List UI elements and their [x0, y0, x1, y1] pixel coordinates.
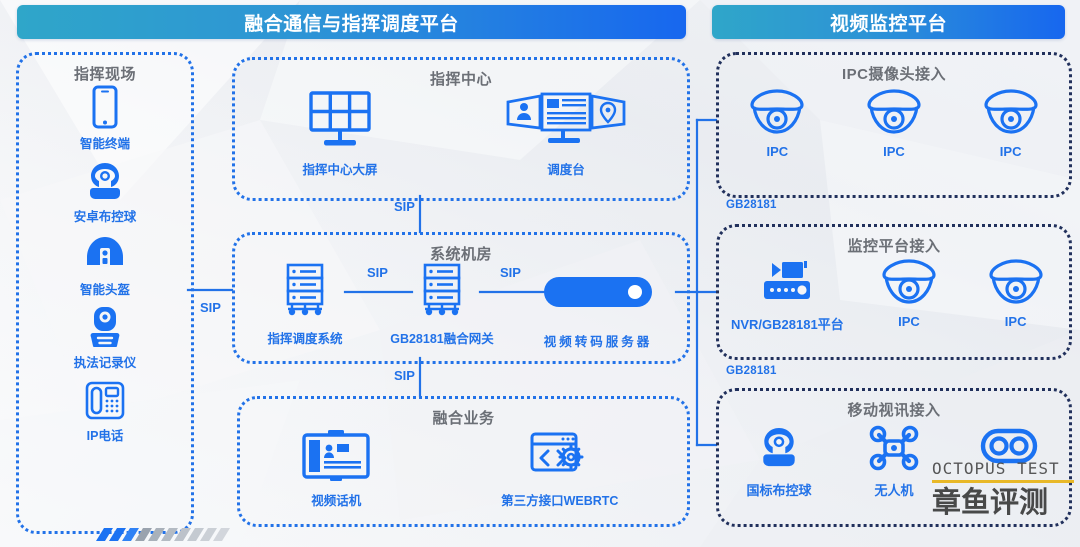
- sip-label-gateway-to-transcoder: SIP: [500, 265, 521, 280]
- node-ipc-1[interactable]: IPC: [727, 87, 827, 159]
- node-label: 国标布控球: [746, 483, 812, 498]
- sip-label-server-to-fusion: SIP: [394, 368, 415, 383]
- node-label: IPC: [883, 144, 905, 159]
- node-label: 执法记录仪: [73, 356, 137, 370]
- node-label: IPC: [766, 144, 789, 159]
- node-ipc-2[interactable]: IPC: [844, 87, 944, 159]
- node-label: 第三方接口WEBRTC: [501, 494, 619, 508]
- smartphone-icon: [90, 85, 120, 129]
- panel-platform-access: 监控平台接入 NVR/GB28181平台 IPC IPC: [716, 224, 1072, 360]
- command-scene-node-list: 智能终端 安卓布控球 智能头盔 执法记录仪: [19, 85, 191, 444]
- node-label: 指挥调度系统: [267, 332, 343, 346]
- panel-title-platform-access: 监控平台接入: [847, 238, 941, 255]
- sip-label-center-to-server: SIP: [394, 199, 415, 214]
- decorative-stripes: [96, 528, 230, 541]
- smart-helmet-icon: [83, 231, 127, 275]
- fusion-services-node-list: 视频话机 第三方接口WEBRTC: [240, 429, 687, 509]
- panel-title-mobile-access: 移动视讯接入: [847, 402, 941, 419]
- node-label: IPC: [898, 314, 920, 329]
- node-label: IPC: [999, 144, 1022, 159]
- server-rack-icon: [279, 263, 331, 321]
- panel-mobile-access: 移动视讯接入 国标布控球 无人机: [716, 388, 1072, 527]
- node-label: 安卓布控球: [73, 210, 137, 224]
- sip-label-scene-to-server: SIP: [200, 300, 221, 315]
- node-smart-helmet[interactable]: 智能头盔: [80, 231, 130, 298]
- dome-camera-icon: [987, 257, 1045, 307]
- node-command-dispatch-system[interactable]: 指挥调度系统: [249, 263, 361, 347]
- panel-ipc-access: IPC摄像头接入 IPC IPC IPC: [716, 52, 1072, 198]
- node-platform-ipc-1[interactable]: IPC: [859, 257, 959, 329]
- video-phone-icon: [300, 429, 372, 483]
- header-banner-left: 融合通信与指挥调度平台: [17, 5, 686, 39]
- node-command-video-wall[interactable]: 指挥中心大屏: [281, 90, 399, 178]
- panel-title-server-room: 系统机房: [429, 246, 492, 263]
- goggles-icon: [980, 423, 1038, 473]
- ipc-access-node-list: IPC IPC IPC: [719, 87, 1069, 159]
- node-label: 智能头盔: [79, 283, 130, 297]
- node-label: IPC: [1004, 314, 1027, 329]
- nvr-icon: [758, 257, 816, 307]
- node-label: 指挥中心大屏: [302, 163, 378, 177]
- code-gear-icon: [529, 429, 591, 483]
- platform-access-node-list: NVR/GB28181平台 IPC IPC: [719, 257, 1069, 333]
- node-label: 智能终端: [79, 137, 130, 151]
- panel-fusion-services: 融合业务 视频话机 第三方接口WEBRTC: [237, 396, 690, 527]
- ptz-camera-icon: [84, 158, 126, 202]
- node-label: GB28181融合网关: [390, 332, 494, 346]
- dome-camera-icon: [865, 87, 923, 137]
- header-banner-right: 视频监控平台: [712, 5, 1065, 39]
- node-video-transcoder-server[interactable]: 视频转码服务器: [523, 263, 673, 350]
- server-room-node-list: 指挥调度系统 GB28181融合网关 视频转码服务器: [235, 263, 687, 350]
- command-center-node-list: 指挥中心大屏: [235, 90, 687, 178]
- dispatch-console-icon: [504, 90, 628, 152]
- dome-camera-icon: [748, 87, 806, 137]
- panel-server-room: 系统机房 指挥调度系统 GB28181融合网关 视频转码服务器: [232, 232, 690, 364]
- node-label: NVR/GB28181平台: [730, 317, 844, 332]
- node-label: 视频转码服务器: [543, 335, 653, 349]
- node-ip-phone[interactable]: IP电话: [84, 377, 126, 444]
- video-wall-icon: [304, 90, 376, 152]
- body-camera-icon: [87, 304, 123, 348]
- node-gb28181-gateway[interactable]: GB28181融合网关: [377, 263, 507, 347]
- panel-title-ipc-access: IPC摄像头接入: [841, 66, 946, 83]
- dome-camera-icon: [982, 87, 1040, 137]
- node-mobile-goggles[interactable]: [954, 423, 1064, 480]
- node-label: 无人机: [874, 483, 914, 498]
- node-label: IP电话: [86, 429, 124, 443]
- mobile-access-node-list: 国标布控球 无人机: [719, 423, 1069, 499]
- node-drone[interactable]: 无人机: [844, 423, 944, 499]
- node-body-camera[interactable]: 执法记录仪: [73, 304, 137, 371]
- node-label: 视频话机: [311, 494, 362, 508]
- transcoder-pill-icon: [544, 263, 652, 321]
- panel-title-command-scene: 指挥现场: [73, 66, 136, 83]
- node-android-ptz-ball[interactable]: 安卓布控球: [73, 158, 137, 225]
- gb28181-label-platform: GB28181: [726, 365, 777, 377]
- node-smart-terminal[interactable]: 智能终端: [80, 85, 130, 152]
- node-webrtc-api[interactable]: 第三方接口WEBRTC: [470, 429, 650, 509]
- node-ipc-3[interactable]: IPC: [961, 87, 1061, 159]
- drone-icon: [868, 423, 920, 473]
- node-platform-ipc-2[interactable]: IPC: [966, 257, 1066, 329]
- node-video-phone[interactable]: 视频话机: [277, 429, 395, 509]
- gb28181-label-ipc: GB28181: [726, 199, 777, 211]
- node-label: 调度台: [547, 163, 585, 177]
- dome-camera-icon: [880, 257, 938, 307]
- panel-command-scene: 指挥现场 智能终端 安卓布控球 智能头盔: [16, 52, 194, 534]
- node-dispatch-console[interactable]: 调度台: [491, 90, 641, 178]
- panel-title-fusion-services: 融合业务: [432, 410, 495, 427]
- panel-command-center: 指挥中心 指挥中心大屏: [232, 57, 690, 201]
- ip-phone-icon: [84, 377, 126, 421]
- node-nvr-platform[interactable]: NVR/GB28181平台: [722, 257, 852, 333]
- node-gb-ptz-ball[interactable]: 国标布控球: [724, 423, 834, 499]
- panel-title-command-center: 指挥中心: [429, 71, 492, 88]
- sip-label-cmd-to-gateway: SIP: [367, 265, 388, 280]
- server-rack-icon: [416, 263, 468, 321]
- ptz-camera-icon: [757, 423, 801, 473]
